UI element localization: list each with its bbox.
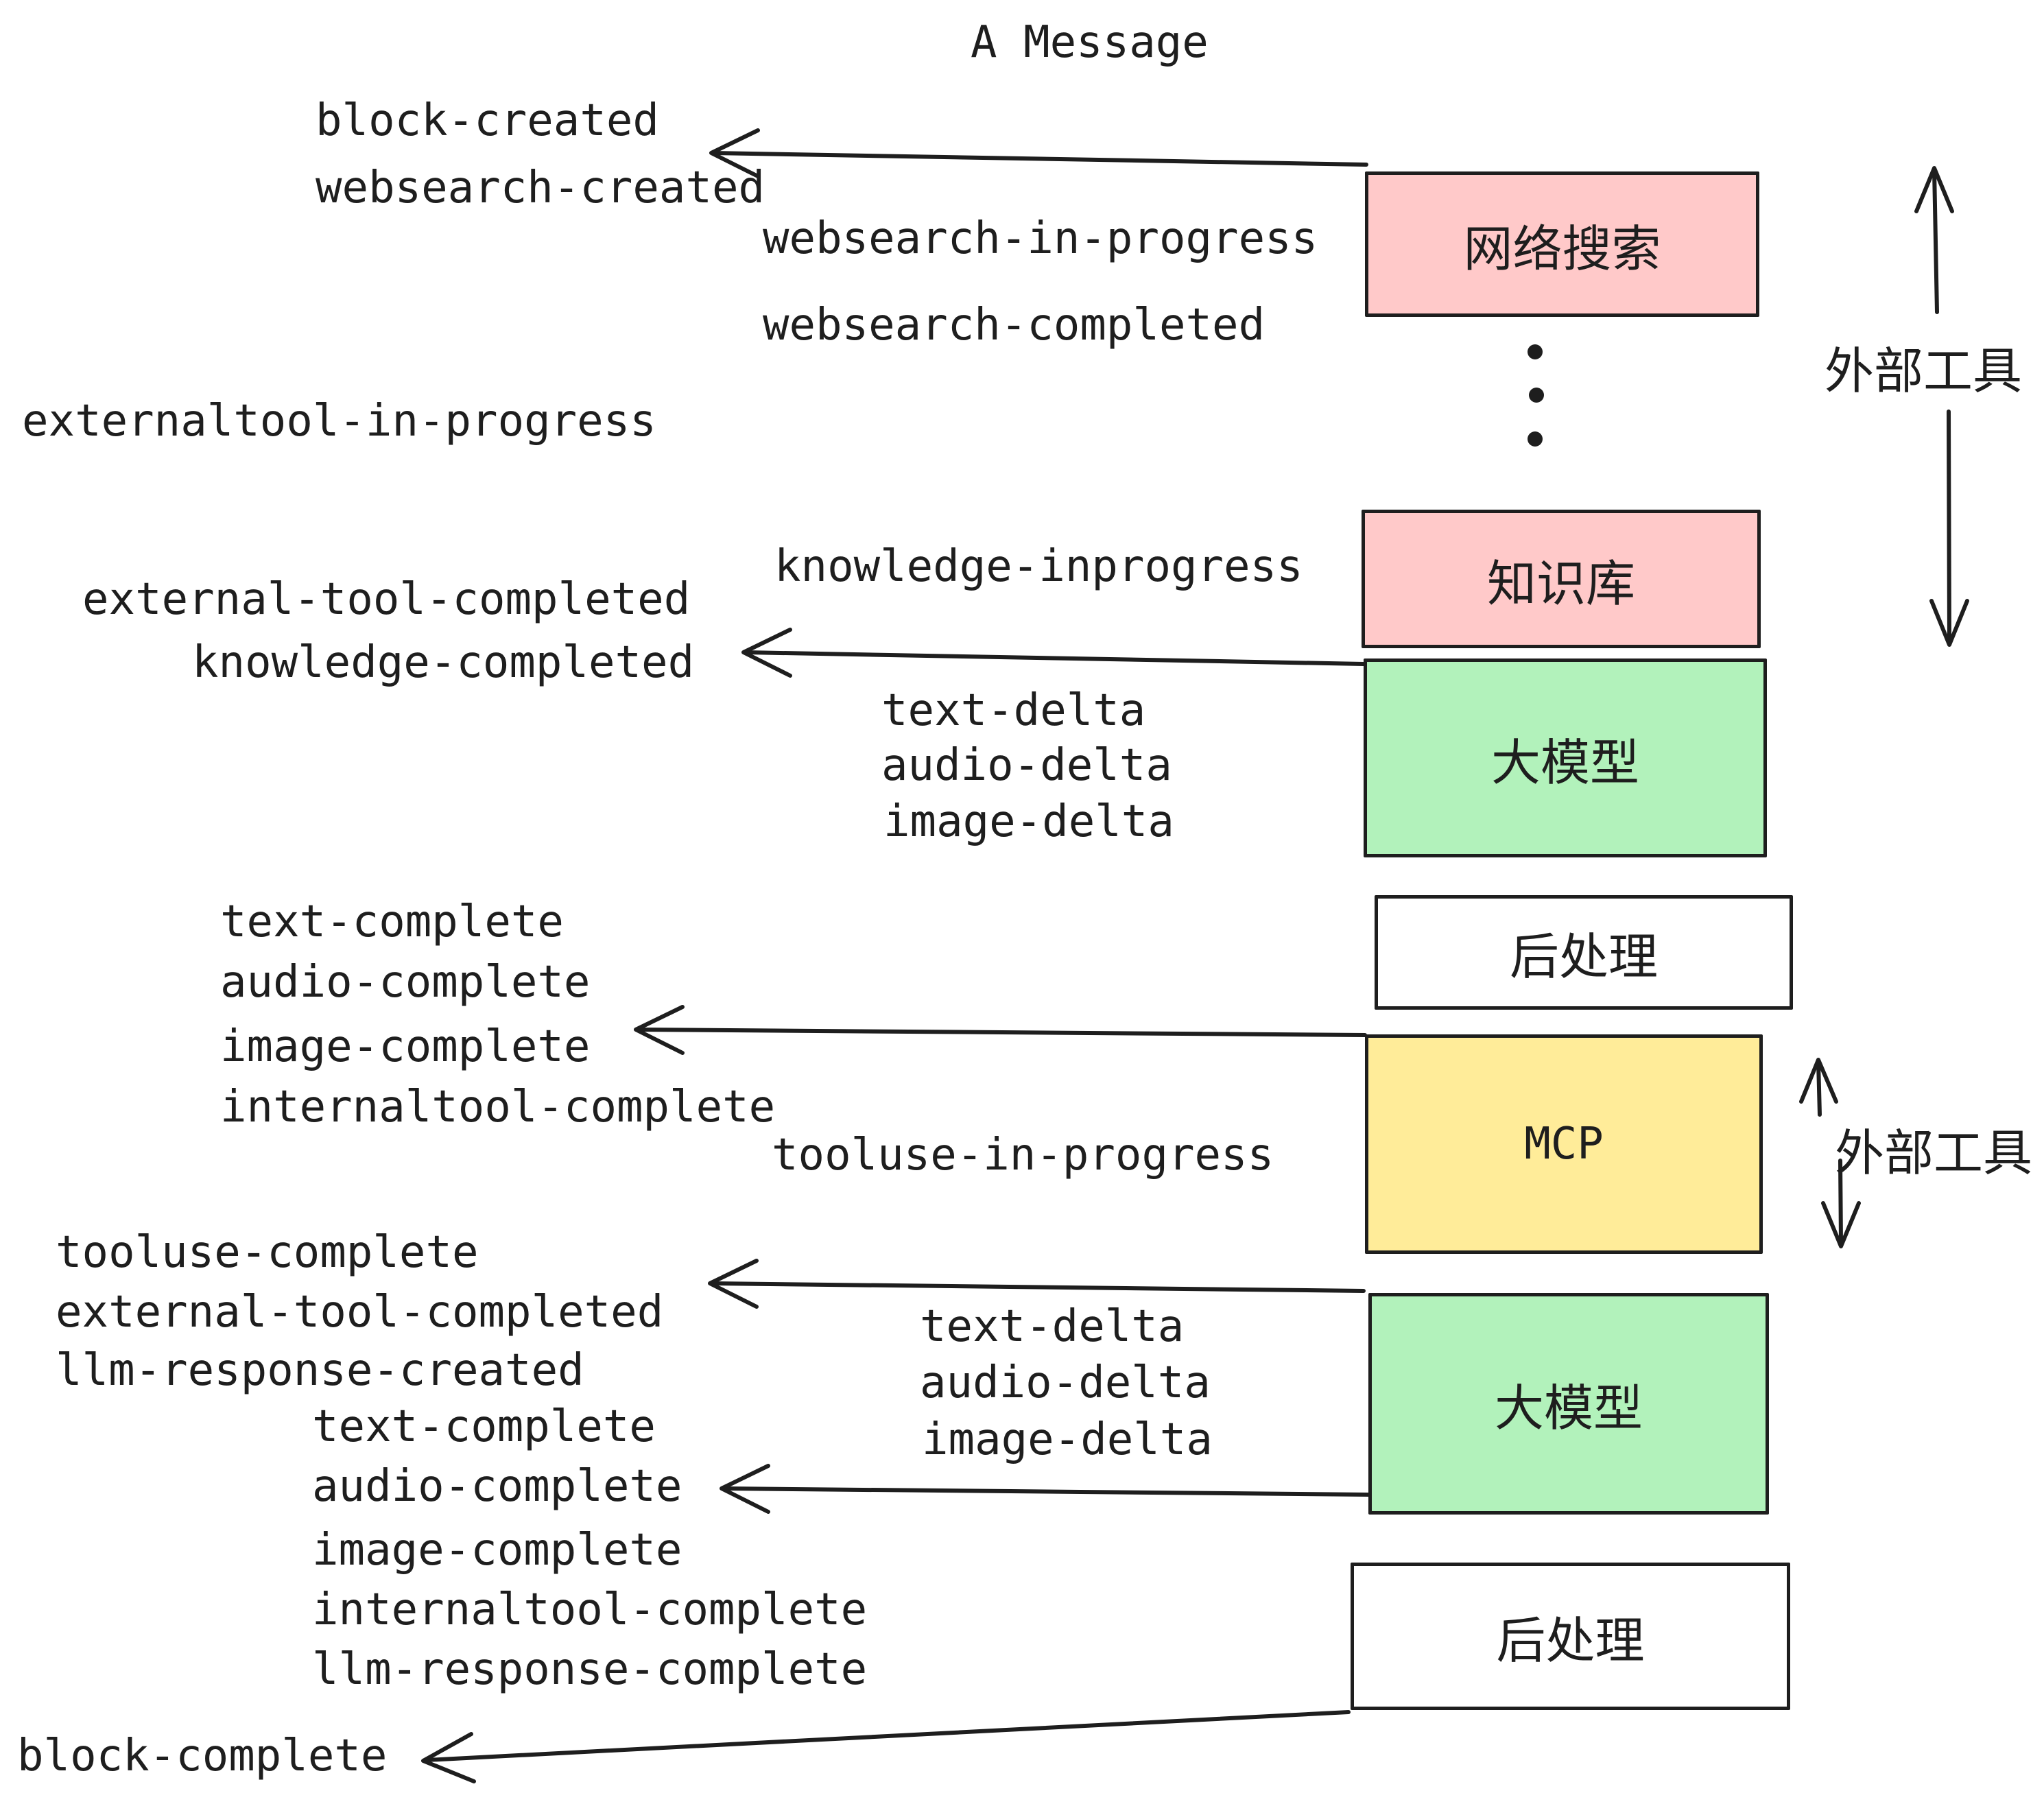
event-websearch-created: websearch-created: [316, 163, 765, 213]
event-text-complete-2: text-complete: [312, 1401, 656, 1452]
event-websearch-completed: websearch-completed: [763, 300, 1265, 351]
event-internaltool-complete-1: internaltool-complete: [220, 1082, 776, 1132]
arrow-to-complete-group-1: [634, 1005, 1367, 1055]
box-mcp-label: MCP: [1524, 1119, 1604, 1170]
event-tooluse-in-progress: tooluse-in-progress: [772, 1130, 1274, 1180]
event-knowledge-inprogress: knowledge-inprogress: [774, 541, 1303, 592]
event-tooluse-complete: tooluse-complete: [56, 1227, 479, 1278]
event-llm-response-created: llm-response-created: [56, 1345, 584, 1396]
box-llm-1: 大模型: [1364, 658, 1767, 857]
event-text-delta-2: text-delta: [920, 1301, 1185, 1352]
box-post-processing-2-label: 后处理: [1496, 1612, 1645, 1670]
external-tools-label-2: 外部工具: [1835, 1124, 2033, 1182]
event-image-delta-1: image-delta: [883, 796, 1174, 847]
page-title: A Message: [971, 17, 1209, 68]
box-knowledge-label: 知识库: [1486, 554, 1635, 613]
arrow-to-knowledge-completed: [741, 628, 1366, 678]
box-mcp: MCP: [1365, 1034, 1763, 1254]
external-tools-arrow-up-1: [1914, 166, 1954, 314]
arrow-to-block-complete: [421, 1710, 1351, 1783]
box-llm-2-label: 大模型: [1494, 1379, 1643, 1437]
event-image-delta-2: image-delta: [922, 1414, 1213, 1465]
event-block-complete: block-complete: [17, 1731, 388, 1781]
event-external-tool-completed: external-tool-completed: [82, 574, 691, 625]
box-knowledge: 知识库: [1362, 510, 1761, 648]
box-llm-2: 大模型: [1368, 1293, 1769, 1515]
event-image-complete-1: image-complete: [220, 1021, 591, 1072]
event-audio-complete-2: audio-complete: [312, 1461, 682, 1512]
event-audio-delta-2: audio-delta: [920, 1357, 1211, 1408]
event-audio-complete-1: audio-complete: [220, 957, 591, 1008]
external-tools-arrow-down-1: [1929, 410, 1969, 647]
box-post-processing-1-label: 后处理: [1509, 928, 1658, 986]
arrow-to-websearch-created: [709, 128, 1368, 178]
event-websearch-in-progress: websearch-in-progress: [763, 213, 1318, 264]
external-tools-label-1: 外部工具: [1825, 342, 2023, 400]
arrow-to-tooluse-complete-group: [708, 1259, 1366, 1309]
arrow-to-audio-complete-2: [720, 1464, 1370, 1514]
box-websearch: 网络搜索: [1365, 171, 1759, 317]
external-tools-arrow-up-2: [1799, 1058, 1838, 1117]
box-post-processing-2: 后处理: [1351, 1563, 1790, 1710]
event-internaltool-complete-2: internaltool-complete: [312, 1585, 868, 1635]
ellipsis-dots: [1528, 344, 1544, 447]
event-text-delta-1: text-delta: [881, 685, 1146, 736]
event-image-complete-2: image-complete: [312, 1525, 682, 1576]
event-knowledge-completed: knowledge-completed: [192, 637, 695, 688]
box-post-processing-1: 后处理: [1375, 895, 1793, 1010]
event-audio-delta-1: audio-delta: [881, 740, 1172, 791]
event-block-created: block-created: [316, 95, 659, 146]
box-websearch-label: 网络搜索: [1463, 219, 1661, 278]
event-text-complete-1: text-complete: [220, 897, 564, 947]
event-llm-response-complete: llm-response-complete: [312, 1644, 868, 1695]
event-externaltool-in-progress: externaltool-in-progress: [22, 396, 656, 447]
box-llm-1-label: 大模型: [1490, 733, 1639, 792]
event-external-tool-completed-2: external-tool-completed: [56, 1287, 664, 1338]
